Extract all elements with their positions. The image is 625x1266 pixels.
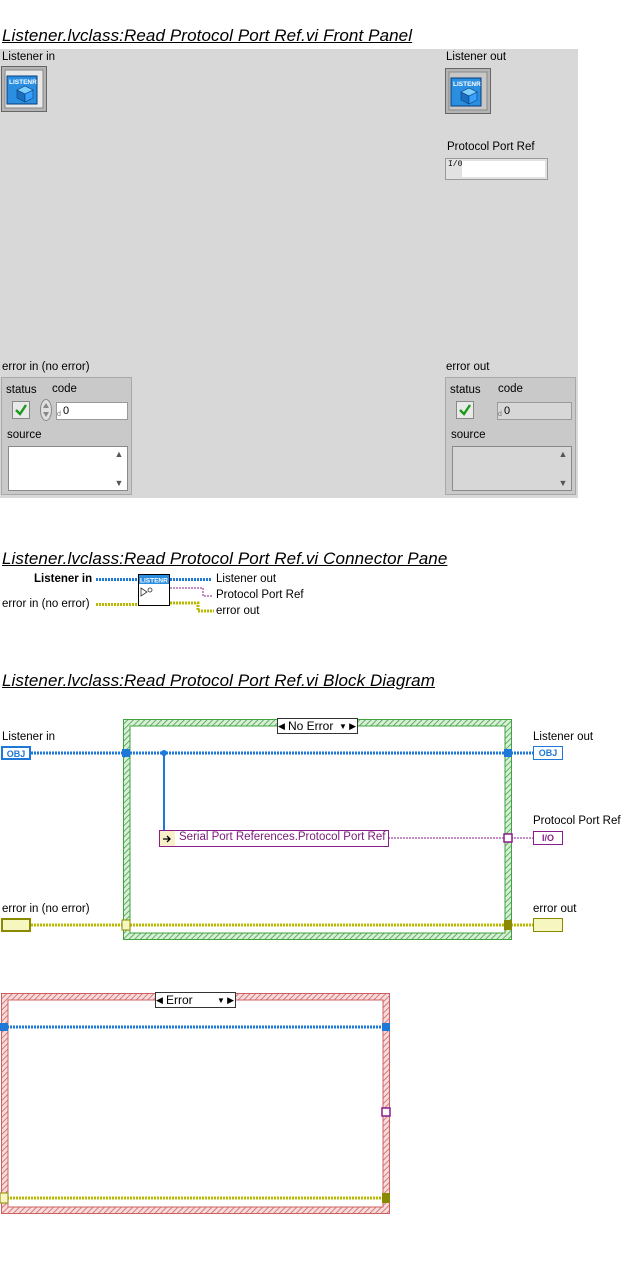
class-icon-text: LISTENR [9,79,37,86]
refnum-value [462,161,545,177]
error-in-cluster[interactable]: status code d 0 source ▲ ▼ [1,377,132,495]
error-in-source-field[interactable]: ▲ ▼ [8,446,128,491]
error-in-code-label: code [52,383,77,395]
protocol-port-ref-label: Protocol Port Ref [447,141,535,153]
unbundle-by-name-node[interactable]: Serial Port References.Protocol Port Ref [179,831,386,843]
bd-error-out-terminal[interactable] [533,918,563,932]
i32-glyph-icon: d [498,411,502,418]
class-icon-text: LISTENR [453,81,481,88]
error-in-status-checkbox[interactable] [12,401,30,419]
bd-protocol-port-ref-terminal[interactable]: I/O [533,831,563,845]
error-out-code-label: code [498,383,523,395]
protocol-port-ref-indicator: I/0 [445,158,548,180]
error-in-code-field[interactable]: d 0 [56,402,128,420]
scroll-up-icon[interactable]: ▲ [558,449,568,459]
connector-icon-text: LISTENR [140,578,168,585]
listener-in-control[interactable]: LISTENR [1,66,47,112]
scroll-down-icon[interactable]: ▼ [114,478,124,488]
error-in-code-value: 0 [63,405,70,417]
check-icon [459,404,471,416]
scroll-down-icon[interactable]: ▼ [558,478,568,488]
listener-out-indicator: LISTENR [445,68,491,114]
cp-error-out: error out [216,605,260,617]
error-out-cluster: status code d 0 source ▲ ▼ [445,377,576,495]
bd-protocol-port-ref-label: Protocol Port Ref [533,815,621,827]
front-panel-heading: Listener.lvclass:Read Protocol Port Ref.… [2,26,413,45]
error-out-code-value: 0 [504,405,511,417]
dropdown-arrow-icon[interactable]: ▼ [217,996,225,1005]
cp-listener-in: Listener in [34,573,93,585]
bd-listener-out-label: Listener out [533,731,594,743]
connector-pane-heading: Listener.lvclass:Read Protocol Port Ref.… [2,549,448,568]
scroll-up-icon[interactable]: ▲ [114,449,124,459]
block-diagram-canvas [0,719,534,1214]
cp-error-in: error in (no error) [2,598,90,610]
error-out-status-label: status [450,384,481,396]
check-icon [15,404,27,416]
stepper-icon [40,399,52,421]
listener-out-label: Listener out [446,51,507,63]
cp-protocol-port-ref: Protocol Port Ref [216,589,304,601]
case-structure-no-error [123,719,512,940]
error-out-label: error out [446,361,490,373]
error-out-source-field: ▲ ▼ [452,446,572,491]
block-diagram-heading: Listener.lvclass:Read Protocol Port Ref.… [2,671,435,690]
connector-pane-wires: LISTENR [96,574,214,613]
decrement-arrow-icon[interactable]: ◀ [278,721,285,731]
case-selector-error[interactable]: ◀ Error ▼ ▶ [155,992,236,1008]
bd-listener-in-terminal[interactable]: OBJ [1,746,31,760]
bd-listener-in-label: Listener in [2,731,56,743]
bd-error-in-terminal[interactable] [1,918,31,932]
error-out-status-indicator [456,401,474,419]
cp-listener-out: Listener out [216,573,277,585]
error-out-source-label: source [451,429,486,441]
error-in-status-label: status [6,384,37,396]
case-selector-label: No Error [288,719,334,733]
case-structure-error [1,993,390,1214]
increment-arrow-icon[interactable]: ▶ [227,995,234,1005]
bd-listener-out-terminal[interactable]: OBJ [533,746,563,760]
error-out-code-field: d 0 [497,402,572,420]
refnum-icon: I/0 [448,160,463,169]
listener-in-label: Listener in [2,51,56,63]
i32-glyph-icon: d [57,411,61,418]
decrement-arrow-icon[interactable]: ◀ [156,995,163,1005]
error-in-label: error in (no error) [2,361,90,373]
error-in-source-label: source [7,429,42,441]
case-selector-label: Error [166,993,193,1007]
dropdown-arrow-icon[interactable]: ▼ [339,722,347,731]
case-selector-no-error[interactable]: ◀ No Error ▼ ▶ [277,718,358,734]
bd-error-in-label: error in (no error) [2,903,90,915]
increment-arrow-icon[interactable]: ▶ [349,721,356,731]
error-in-code-stepper[interactable] [40,399,52,421]
bd-error-out-label: error out [533,903,577,915]
